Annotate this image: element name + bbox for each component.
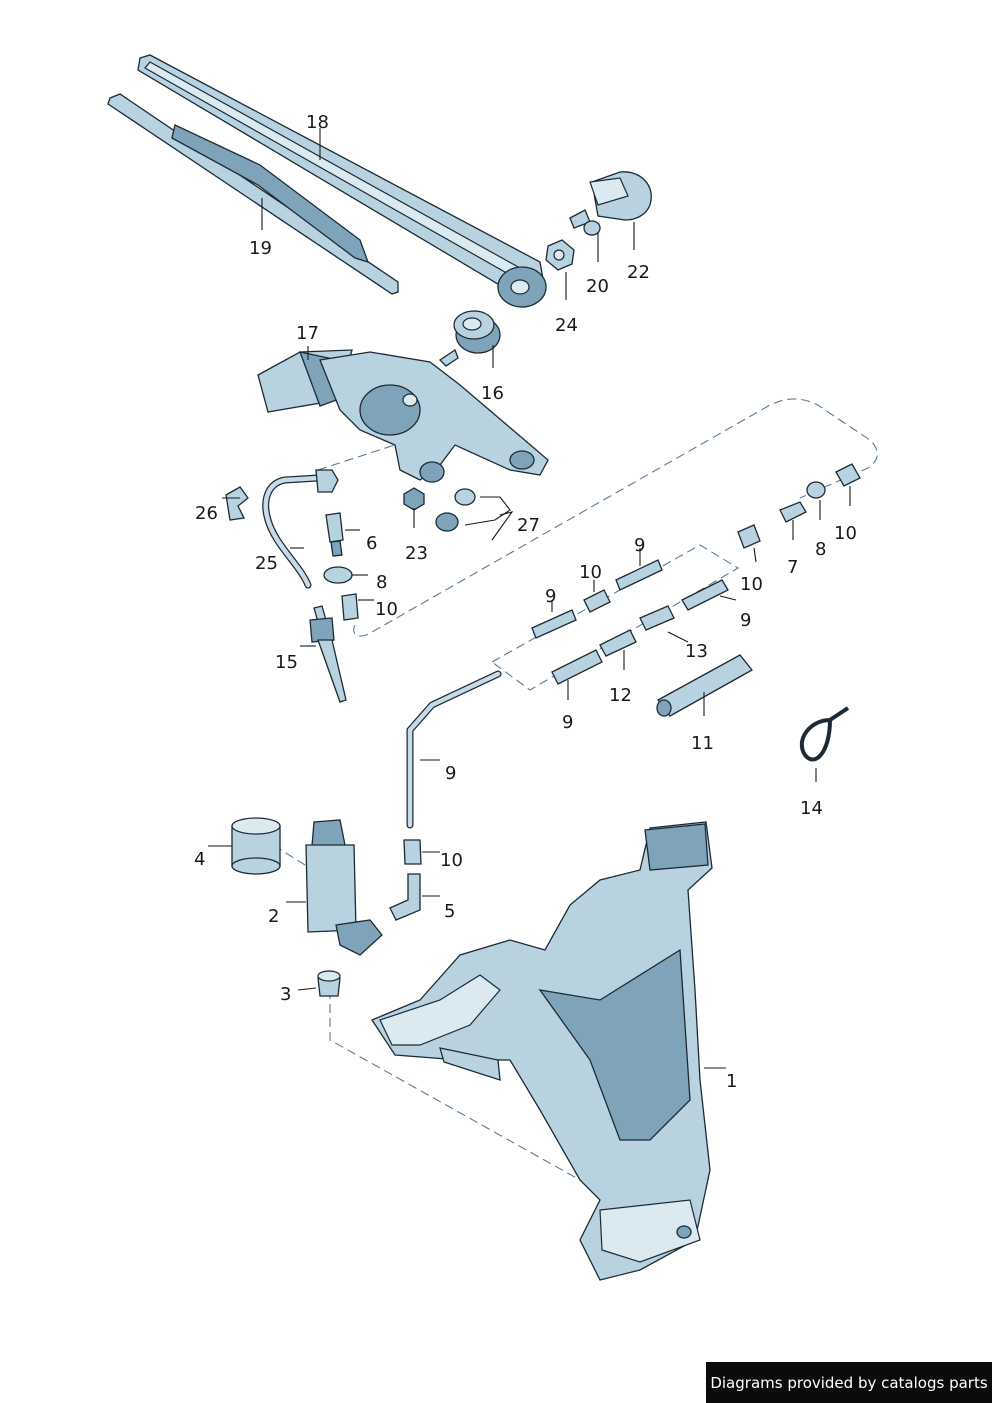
sleeve-10-lower: [403, 839, 422, 865]
clip-26: [225, 486, 249, 521]
callout-8-right: 8: [815, 539, 826, 560]
wiper-motor: [257, 349, 549, 483]
callout-10-mid: 10: [740, 574, 763, 595]
connector-13: [639, 605, 675, 631]
callout-16: 16: [481, 383, 504, 404]
callout-13: 13: [685, 641, 708, 662]
hose-9-long: [406, 670, 502, 829]
callout-10-lower: 10: [440, 850, 463, 871]
callout-20: 20: [586, 276, 609, 297]
callout-12: 12: [609, 685, 632, 706]
sleeve-10-left: [341, 593, 359, 621]
callout-23: 23: [405, 543, 428, 564]
hose-9-right: [681, 579, 729, 611]
hose-25: [262, 469, 339, 589]
hose-9-left: [531, 609, 577, 639]
connector-6: [325, 512, 344, 557]
wiper-blade: [107, 93, 399, 295]
nut: [545, 239, 575, 271]
gasket-ring: [231, 817, 281, 875]
callout-10-left: 10: [375, 599, 398, 620]
pump-grommet: [317, 970, 341, 997]
cover-cap: [589, 171, 652, 221]
callout-26: 26: [195, 503, 218, 524]
leader-lines: [208, 128, 851, 1069]
callout-2: 2: [268, 906, 279, 927]
connector-12: [599, 629, 637, 657]
callout-11: 11: [691, 733, 714, 754]
callout-9-long: 9: [445, 763, 456, 784]
hose-9-upper: [615, 559, 663, 591]
credit-banner: Diagrams provided by catalogs parts: [706, 1362, 992, 1403]
callout-9-lower: 9: [562, 712, 573, 733]
callout-14: 14: [800, 798, 823, 819]
clamp-8-right: [806, 481, 826, 499]
clamp-8: [323, 566, 353, 584]
washer-nozzle: [309, 605, 347, 703]
nut-23: [403, 487, 425, 511]
elbow-5: [389, 873, 421, 921]
callout-5: 5: [444, 901, 455, 922]
sleeve-10-right: [835, 463, 861, 487]
callout-8-left: 8: [376, 572, 387, 593]
credit-text: Diagrams provided by catalogs parts: [710, 1373, 988, 1392]
callout-18: 18: [306, 112, 329, 133]
callout-9-upper-left: 9: [545, 586, 556, 607]
callout-22: 22: [627, 262, 650, 283]
grommet: [453, 310, 501, 354]
callout-15: 15: [275, 652, 298, 673]
sleeve-10-upper: [583, 589, 611, 613]
bushings-27: [435, 488, 476, 532]
callout-27: 27: [517, 515, 540, 536]
callout-6: 6: [366, 533, 377, 554]
callout-9-top: 9: [634, 535, 645, 556]
sleeve-11: [656, 654, 753, 717]
callout-9-right: 9: [740, 610, 751, 631]
callout-labels: 18 19 22 20 24 17 16 26 27 6 23 25 8 10 …: [194, 112, 857, 1092]
callout-4: 4: [194, 849, 205, 870]
callout-25: 25: [255, 553, 278, 574]
cable-tie-14: [799, 706, 850, 762]
callout-17: 17: [296, 323, 319, 344]
callout-19: 19: [249, 238, 272, 259]
callout-10-upper: 10: [579, 562, 602, 583]
callout-24: 24: [555, 315, 578, 336]
hose-9-lower: [551, 649, 603, 685]
callout-3: 3: [280, 984, 291, 1005]
wiper-arm: [137, 54, 547, 308]
washer-reservoir: [371, 821, 713, 1281]
washer-pump: [305, 819, 383, 956]
callout-1: 1: [726, 1071, 737, 1092]
callout-10-right: 10: [834, 523, 857, 544]
small-bushing: [569, 209, 601, 236]
sleeve-10-mid: [737, 524, 761, 549]
connector-7: [779, 501, 807, 523]
callout-7: 7: [787, 557, 798, 578]
